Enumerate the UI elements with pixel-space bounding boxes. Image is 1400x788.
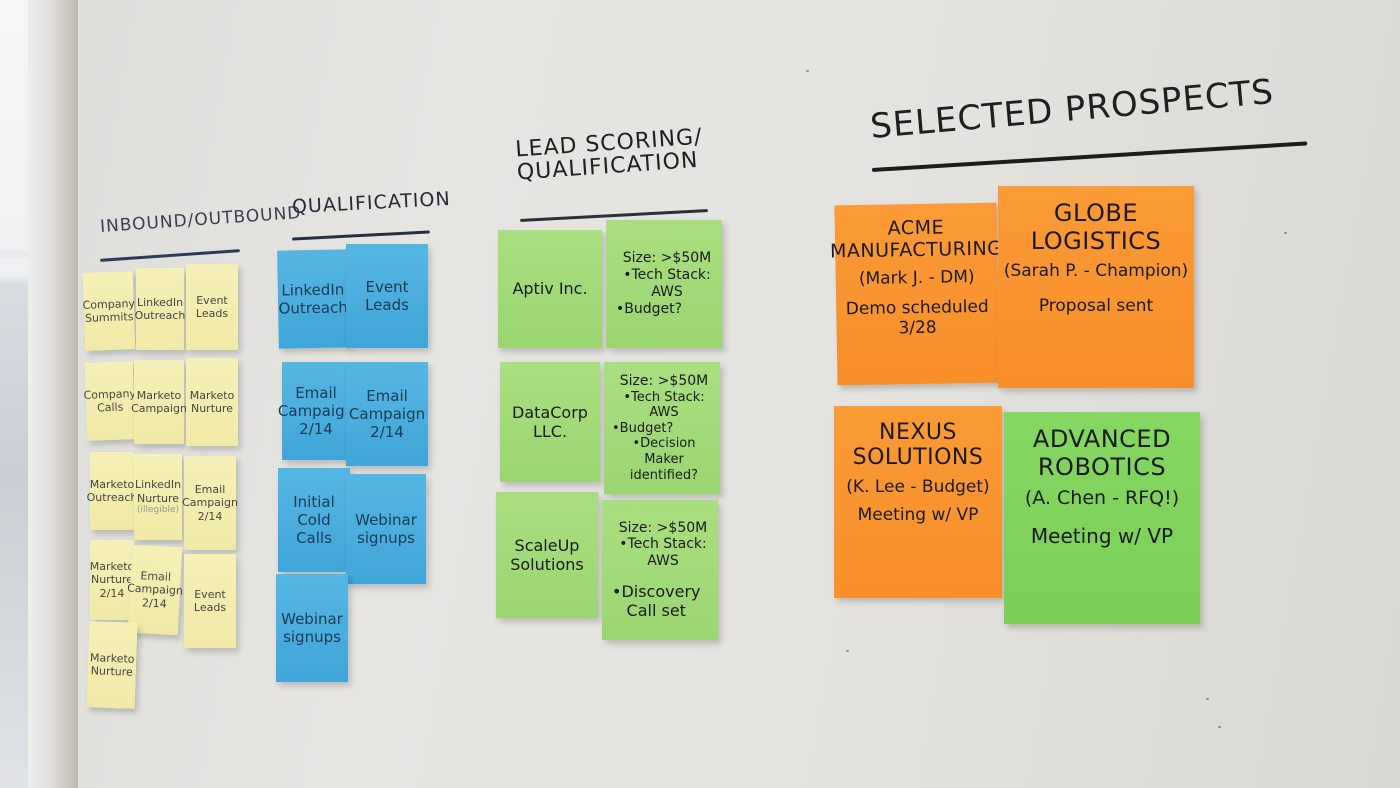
sticky-note: Event Leads <box>186 264 238 350</box>
heading-inbound-outbound: INBOUND/OUTBOUND <box>99 202 303 238</box>
sticky-note: LinkedIn Outreach <box>134 268 186 350</box>
prospect-contact: (Mark J. - DM) <box>858 266 975 289</box>
discovery-call-criterion: •Discovery Call set <box>612 582 701 621</box>
prospect-name: ADVANCED ROBOTICS <box>1032 425 1172 481</box>
sticky-note: Marketo Nurture <box>86 621 138 709</box>
prospect-contact: (Sarah P. - Champion) <box>1003 261 1189 282</box>
note-text: LinkedIn Outreach <box>134 295 186 322</box>
prospect-card-globe: GLOBE LOGISTICS (Sarah P. - Champion) Pr… <box>998 186 1194 388</box>
tech-stack-criterion: •Tech Stack: AWS <box>623 267 711 300</box>
note-text: Email Campaign 2/14 <box>277 384 355 438</box>
heading-underline <box>100 249 240 262</box>
prospect-card-advanced-robotics: ADVANCED ROBOTICS (A. Chen - RFQ!) Meeti… <box>1004 412 1200 624</box>
note-text: Marketo Outreach <box>86 477 138 504</box>
note-text: Initial Cold Calls <box>293 493 335 547</box>
sticky-note: Marketo Outreach <box>87 452 137 530</box>
heading-lead-scoring: LEAD SCORING/ QUALIFICATION <box>514 124 704 186</box>
heading-underline <box>871 141 1308 172</box>
sticky-note: Email Campaign 2/14 <box>182 456 238 550</box>
note-text: Event Leads <box>195 293 229 320</box>
wall-speck <box>846 650 849 652</box>
heading-selected-prospects: SELECTED PROSPECTS <box>868 71 1276 147</box>
sticky-note: Email Campaign 2/14 <box>278 362 354 460</box>
sticky-note: Company Calls <box>83 361 137 441</box>
sticky-note: Marketo Nurture <box>186 358 238 446</box>
note-text: LinkedIn Nurture <box>134 478 182 505</box>
sticky-note: Webinar signups <box>276 574 348 682</box>
wall-speck <box>1206 698 1209 700</box>
size-criterion: Size: >$50M <box>618 519 708 536</box>
budget-criterion: •Budget? <box>616 300 683 317</box>
sticky-note: LinkedIn Outreach <box>277 249 349 349</box>
note-text: Marketo Nurture 2/14 <box>89 560 135 600</box>
sticky-note: Email Campaign 2/14 <box>346 362 428 466</box>
prospect-status: Proposal sent <box>1038 295 1154 316</box>
sticky-note: Email Campaign 2/14 <box>126 544 184 636</box>
sticky-note: Marketo Nurture 2/14 <box>90 540 134 620</box>
window-mullion <box>0 250 30 258</box>
prospect-card-nexus: NEXUS SOLUTIONS (K. Lee - Budget) Meetin… <box>834 406 1002 598</box>
wall-speck <box>806 70 809 72</box>
sticky-note: LinkedIn Nurture (illegible) <box>134 454 182 540</box>
note-text: Email Campaign 2/14 <box>348 387 426 441</box>
note-text: Webinar signups <box>355 511 417 547</box>
budget-criterion: •Budget? <box>612 420 674 436</box>
scoring-note: Size: >$50M •Tech Stack: AWS •Budget? •D… <box>604 362 720 494</box>
sticky-note: Company Summits <box>82 271 136 351</box>
prospect-status: Meeting w/ VP <box>1030 523 1174 548</box>
scoring-note: Size: >$50M •Tech Stack: AWS •Budget? <box>606 220 722 348</box>
note-text: Marketo Nurture <box>189 388 235 415</box>
note-text: Event Leads <box>365 278 409 314</box>
wall-speck <box>1218 726 1221 728</box>
heading-qualification: QUALIFICATION <box>291 187 452 219</box>
window <box>0 0 30 788</box>
prospect-name: NEXUS SOLUTIONS <box>852 420 984 471</box>
note-text: Company Calls <box>83 386 137 415</box>
note-text: LinkedIn Outreach <box>278 280 348 318</box>
prospect-status: Meeting w/ VP <box>857 504 979 525</box>
prospect-name: ACME MANUFACTURING <box>829 216 1003 263</box>
tech-stack-criterion: •Tech Stack: AWS <box>619 536 707 570</box>
note-text: Email Campaign 2/14 <box>126 569 184 611</box>
size-criterion: Size: >$50M <box>619 372 709 389</box>
wall-speck <box>1284 232 1287 234</box>
company-note: DataCorp LLC. <box>500 362 600 482</box>
size-criterion: Size: >$50M <box>622 250 712 267</box>
note-text: Marketo Nurture <box>89 651 135 679</box>
prospect-card-acme: ACME MANUFACTURING (Mark J. - DM) Demo s… <box>830 202 1003 386</box>
note-text: Company Summits <box>82 296 136 325</box>
sticky-note: Event Leads <box>184 554 236 648</box>
company-note: Aptiv Inc. <box>498 230 602 348</box>
prospect-name: GLOBE LOGISTICS <box>1030 199 1162 255</box>
decision-maker-criterion: •Decision Maker identified? <box>629 436 699 483</box>
note-text: Event Leads <box>193 587 227 614</box>
company-name: DataCorp LLC. <box>512 402 588 441</box>
company-name: ScaleUp Solutions <box>510 535 584 574</box>
scoring-note: Size: >$50M •Tech Stack: AWS •Discovery … <box>602 500 718 640</box>
company-note: ScaleUp Solutions <box>496 492 598 618</box>
company-name: Aptiv Inc. <box>512 279 588 299</box>
prospect-contact: (A. Chen - RFQ!) <box>1024 487 1180 510</box>
tech-stack-criterion: •Tech Stack: AWS <box>623 389 705 421</box>
note-text: Marketo Campaign <box>131 388 187 415</box>
sticky-note: Webinar signups <box>346 474 426 584</box>
illegible-text: (illegible) <box>136 504 180 515</box>
note-text: Email Campaign 2/14 <box>182 483 238 523</box>
heading-underline <box>292 230 430 241</box>
window-frame <box>28 0 78 788</box>
sticky-note: Marketo Campaign <box>131 360 187 444</box>
prospect-contact: (K. Lee - Budget) <box>846 476 990 497</box>
sticky-note: Event Leads <box>346 244 428 348</box>
prospect-status: Demo scheduled 3/28 <box>845 296 989 339</box>
sticky-note: Initial Cold Calls <box>278 468 350 572</box>
note-text: Webinar signups <box>281 610 343 646</box>
